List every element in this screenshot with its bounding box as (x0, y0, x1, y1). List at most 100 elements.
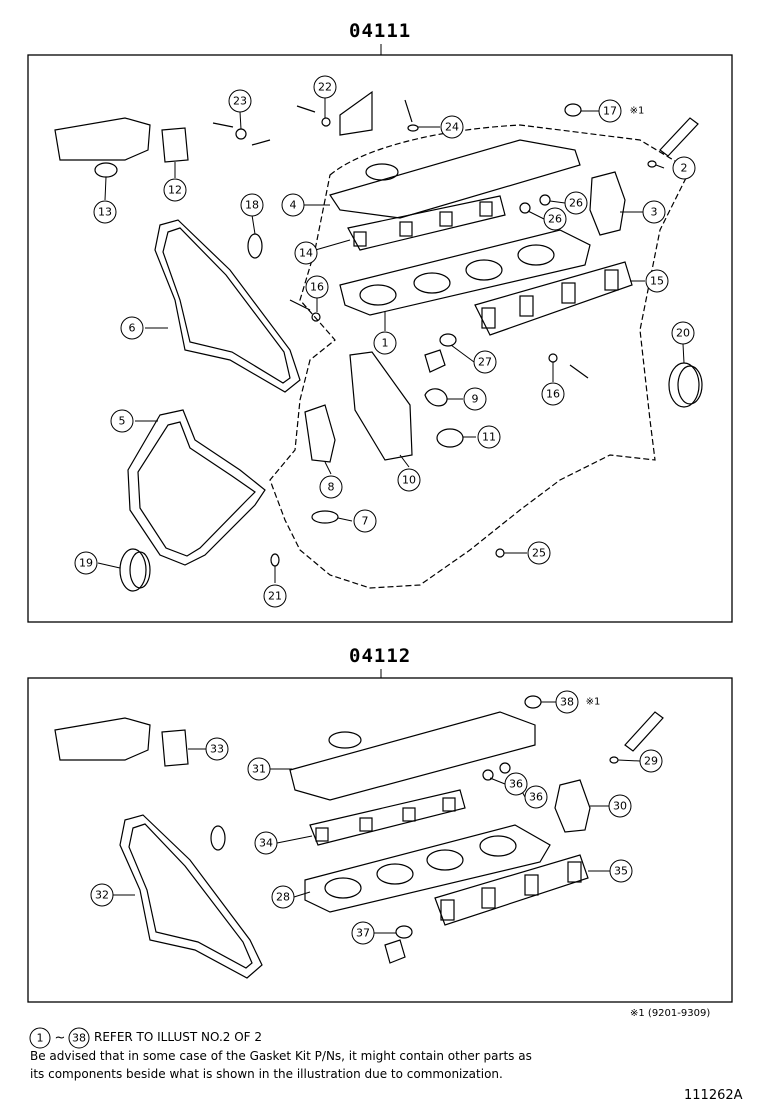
kit-04111-leaders (97, 98, 685, 583)
callout-2: 2 (681, 162, 688, 175)
bolt-23 (212, 122, 234, 128)
bolt-16a (289, 299, 311, 311)
kit-04112-parts (54, 695, 664, 979)
callout-26b: 26 (548, 213, 562, 226)
kit-04111-title: 04111 (349, 20, 412, 42)
manifold-gasket-34 (309, 789, 466, 846)
callout-29: 29 (644, 755, 658, 768)
gasket-3 (589, 171, 626, 236)
glow-plug (659, 117, 699, 157)
callout-24: 24 (445, 121, 459, 134)
oil-seal-19 (119, 548, 147, 592)
seal-32b (210, 825, 226, 851)
callout-15: 15 (650, 275, 664, 288)
bolt-22 (296, 105, 316, 113)
callout-12: 12 (168, 184, 182, 197)
oil-seal-20 (668, 362, 700, 408)
plug-26a (539, 194, 551, 206)
callout-5: 5 (119, 415, 126, 428)
glow-plug-29 (624, 711, 664, 752)
legend-from: 1 (37, 1032, 44, 1045)
callout-38: 38 (560, 696, 574, 709)
callout-26a: 26 (569, 197, 583, 210)
callout-19: 19 (79, 557, 93, 570)
legend-to: 38 (72, 1032, 86, 1045)
callout-1: 1 (382, 337, 389, 350)
callout-21: 21 (268, 590, 282, 603)
callout-3: 3 (651, 206, 658, 219)
callout-9: 9 (472, 393, 479, 406)
kit-04111-callouts (74, 75, 696, 608)
callout-13: 13 (98, 206, 112, 219)
callout-17: 17 (603, 105, 617, 118)
bolt-24 (404, 99, 413, 123)
kit-04112-leaders (113, 701, 641, 934)
callout-14: 14 (299, 247, 313, 260)
gasket-13 (54, 117, 151, 161)
callout-6: 6 (129, 322, 136, 335)
callout-20: 20 (676, 327, 690, 340)
gasket-5 (127, 409, 266, 566)
callout-16a: 16 (310, 281, 324, 294)
washer-21 (270, 553, 280, 567)
callout-33: 33 (210, 743, 224, 756)
kit-04111-frame (27, 54, 733, 623)
callout-27: 27 (478, 356, 492, 369)
callout-30: 30 (613, 800, 627, 813)
mark-17: ※1 (630, 106, 645, 117)
head-cover-gasket-31 (289, 711, 536, 801)
engine-outline (269, 124, 691, 589)
plug-26b (519, 202, 531, 214)
callout-22: 22 (318, 81, 332, 94)
callout-8: 8 (328, 481, 335, 494)
intake-manifold-gasket (474, 261, 633, 336)
callout-23: 23 (233, 95, 247, 108)
callout-37: 37 (356, 927, 370, 940)
callout-11: 11 (482, 431, 496, 444)
callout-4: 4 (290, 199, 297, 212)
callout-31: 31 (252, 763, 266, 776)
callout-25: 25 (532, 547, 546, 560)
mark-38: ※1 (586, 697, 601, 708)
water-pump-gasket (349, 351, 413, 461)
callout-32: 32 (95, 889, 109, 902)
callout-36a: 36 (529, 791, 543, 804)
head-cover-gasket (329, 139, 581, 219)
gasket-27 (439, 333, 457, 347)
plug-38 (524, 695, 542, 709)
kit-04111-parts (54, 90, 703, 592)
o-ring-11 (436, 428, 464, 448)
kit-04112-title: 04112 (349, 645, 412, 667)
illustration-id: 111262A (684, 1088, 743, 1103)
notice-line-2: its components beside what is shown in t… (30, 1067, 503, 1081)
plug-25 (495, 548, 505, 558)
cylinder-head-gasket (339, 229, 591, 316)
plug-36a (482, 769, 494, 781)
legend-text: REFER TO ILLUST NO.2 OF 2 (94, 1030, 262, 1044)
gasket-9 (424, 388, 448, 407)
gasket-30 (554, 779, 591, 833)
legend-tilde: ~ (55, 1031, 66, 1046)
gasket-37 (395, 925, 413, 939)
gasket-8 (304, 404, 336, 463)
callout-10: 10 (402, 474, 416, 487)
callout-7: 7 (362, 515, 369, 528)
gasket-33-manifold (54, 717, 151, 761)
plug-36b (499, 762, 511, 774)
timing-belt-cover-gasket (154, 219, 301, 393)
notice-line-1: Be advised that in some case of the Gask… (30, 1049, 532, 1063)
intake-manifold-gasket-35 (434, 854, 589, 926)
callout-35: 35 (614, 865, 628, 878)
callout-18: 18 (245, 199, 259, 212)
callout-36b: 36 (509, 778, 523, 791)
gasket-33 (161, 729, 189, 767)
callout-28: 28 (276, 891, 290, 904)
timing-cover-gasket-32 (119, 814, 263, 979)
footnote-mark: ※1 (9201-9309) (630, 1008, 711, 1019)
callout-34: 34 (259, 837, 273, 850)
callout-16b: 16 (546, 388, 560, 401)
seal-18 (247, 233, 263, 259)
gasket-12 (161, 127, 189, 163)
plug-17 (564, 103, 582, 117)
